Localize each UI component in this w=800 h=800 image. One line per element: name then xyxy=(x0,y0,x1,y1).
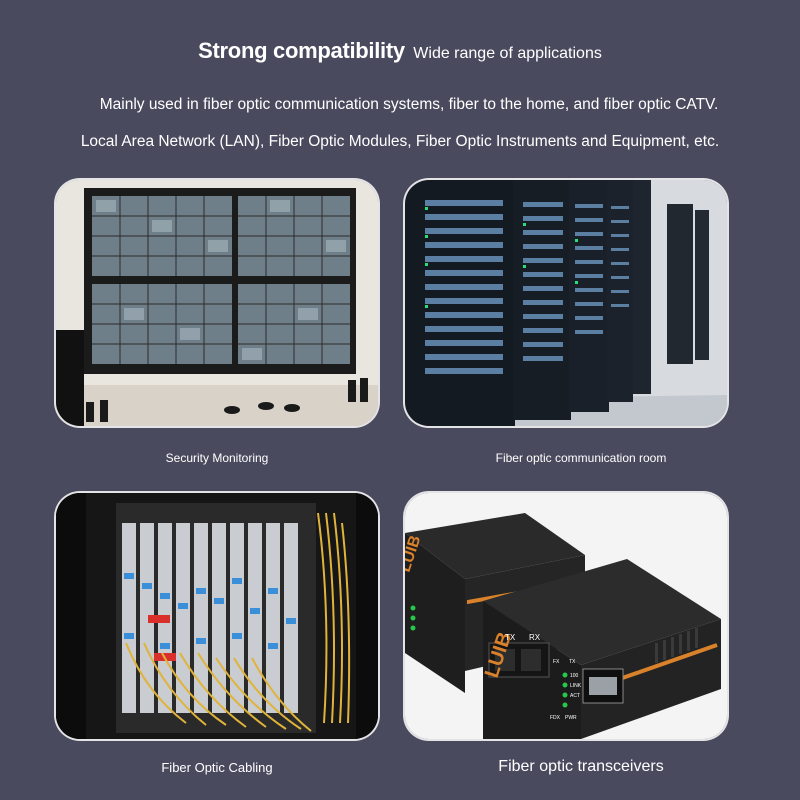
fiber-cabling-image xyxy=(56,493,378,739)
description-line-2: Local Area Network (LAN), Fiber Optic Mo… xyxy=(80,133,720,150)
page-subtitle: Wide range of applications xyxy=(413,45,602,62)
caption-fiber-communication-room: Fiber optic communication room xyxy=(495,451,667,465)
led-label-pwr: PWR xyxy=(565,715,577,721)
led-label-fdx: FDX xyxy=(550,715,561,721)
led-label-act: ACT xyxy=(570,693,580,699)
led-label-tx: TX xyxy=(569,659,576,665)
caption-security-monitoring: Security Monitoring xyxy=(165,451,269,465)
server-room-image xyxy=(405,180,727,426)
led-label-fx: FX xyxy=(553,659,560,665)
description-line-1: Mainly used in fiber optic communication… xyxy=(99,96,719,113)
port-label-rx: RX xyxy=(529,633,541,642)
page-title: Strong compatibility xyxy=(198,38,405,63)
caption-fiber-optic-cabling: Fiber Optic Cabling xyxy=(161,760,273,775)
header: Strong compatibility Wide range of appli… xyxy=(0,38,800,64)
led-label-100: 100 xyxy=(570,673,579,679)
led-label-link: LINK xyxy=(570,683,582,689)
security-monitoring-image xyxy=(56,180,378,426)
caption-fiber-optic-transceivers: Fiber optic transceivers xyxy=(498,758,664,775)
port-label-tx: TX xyxy=(505,633,516,642)
fiber-transceivers-image: LUIB LUIB TX RX FX TX 100 LINK ACT FDX P… xyxy=(405,493,727,739)
